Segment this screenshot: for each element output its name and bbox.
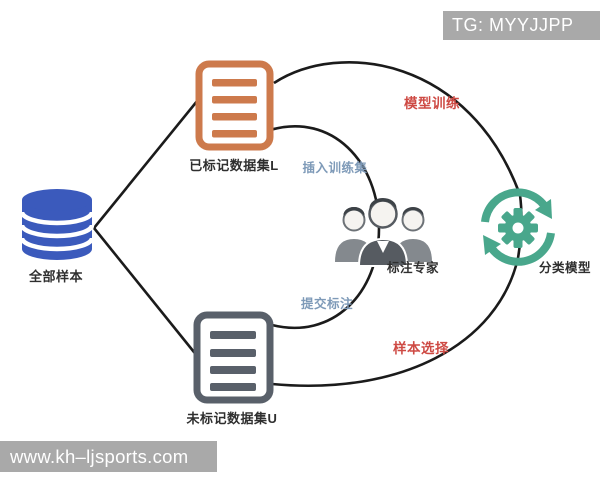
database-label: 全部样本 bbox=[28, 269, 83, 284]
experts-label: 标注专家 bbox=[386, 261, 439, 275]
labeled-dataset-icon bbox=[195, 60, 274, 151]
model-label: 分类模型 bbox=[538, 261, 591, 275]
model-icon bbox=[481, 188, 555, 266]
model-training-label: 模型训练 bbox=[404, 96, 460, 111]
watermark-bottom-text: www.kh–ljsports.com bbox=[10, 445, 189, 467]
watermark-top-text: TG: MYYJJPP bbox=[452, 15, 574, 35]
watermark-bottom: www.kh–ljsports.com bbox=[0, 441, 217, 472]
watermark-top: TG: MYYJJPP bbox=[443, 11, 600, 40]
labeled-dataset-label: 已标记数据集L bbox=[189, 158, 279, 173]
database-icon bbox=[19, 189, 95, 260]
edge-db-to-unlabeled bbox=[92, 227, 204, 363]
edge-db-to-labeled bbox=[92, 94, 204, 229]
submit-annotation-label: 提交标注 bbox=[300, 297, 353, 311]
unlabeled-dataset-icon bbox=[193, 311, 274, 404]
insert-training-set-label: 插入训练集 bbox=[302, 161, 368, 175]
experts-people-icon bbox=[335, 198, 432, 267]
unlabeled-dataset-label: 未标记数据集U bbox=[186, 411, 278, 426]
sample-selection-label: 样本选择 bbox=[393, 341, 449, 356]
